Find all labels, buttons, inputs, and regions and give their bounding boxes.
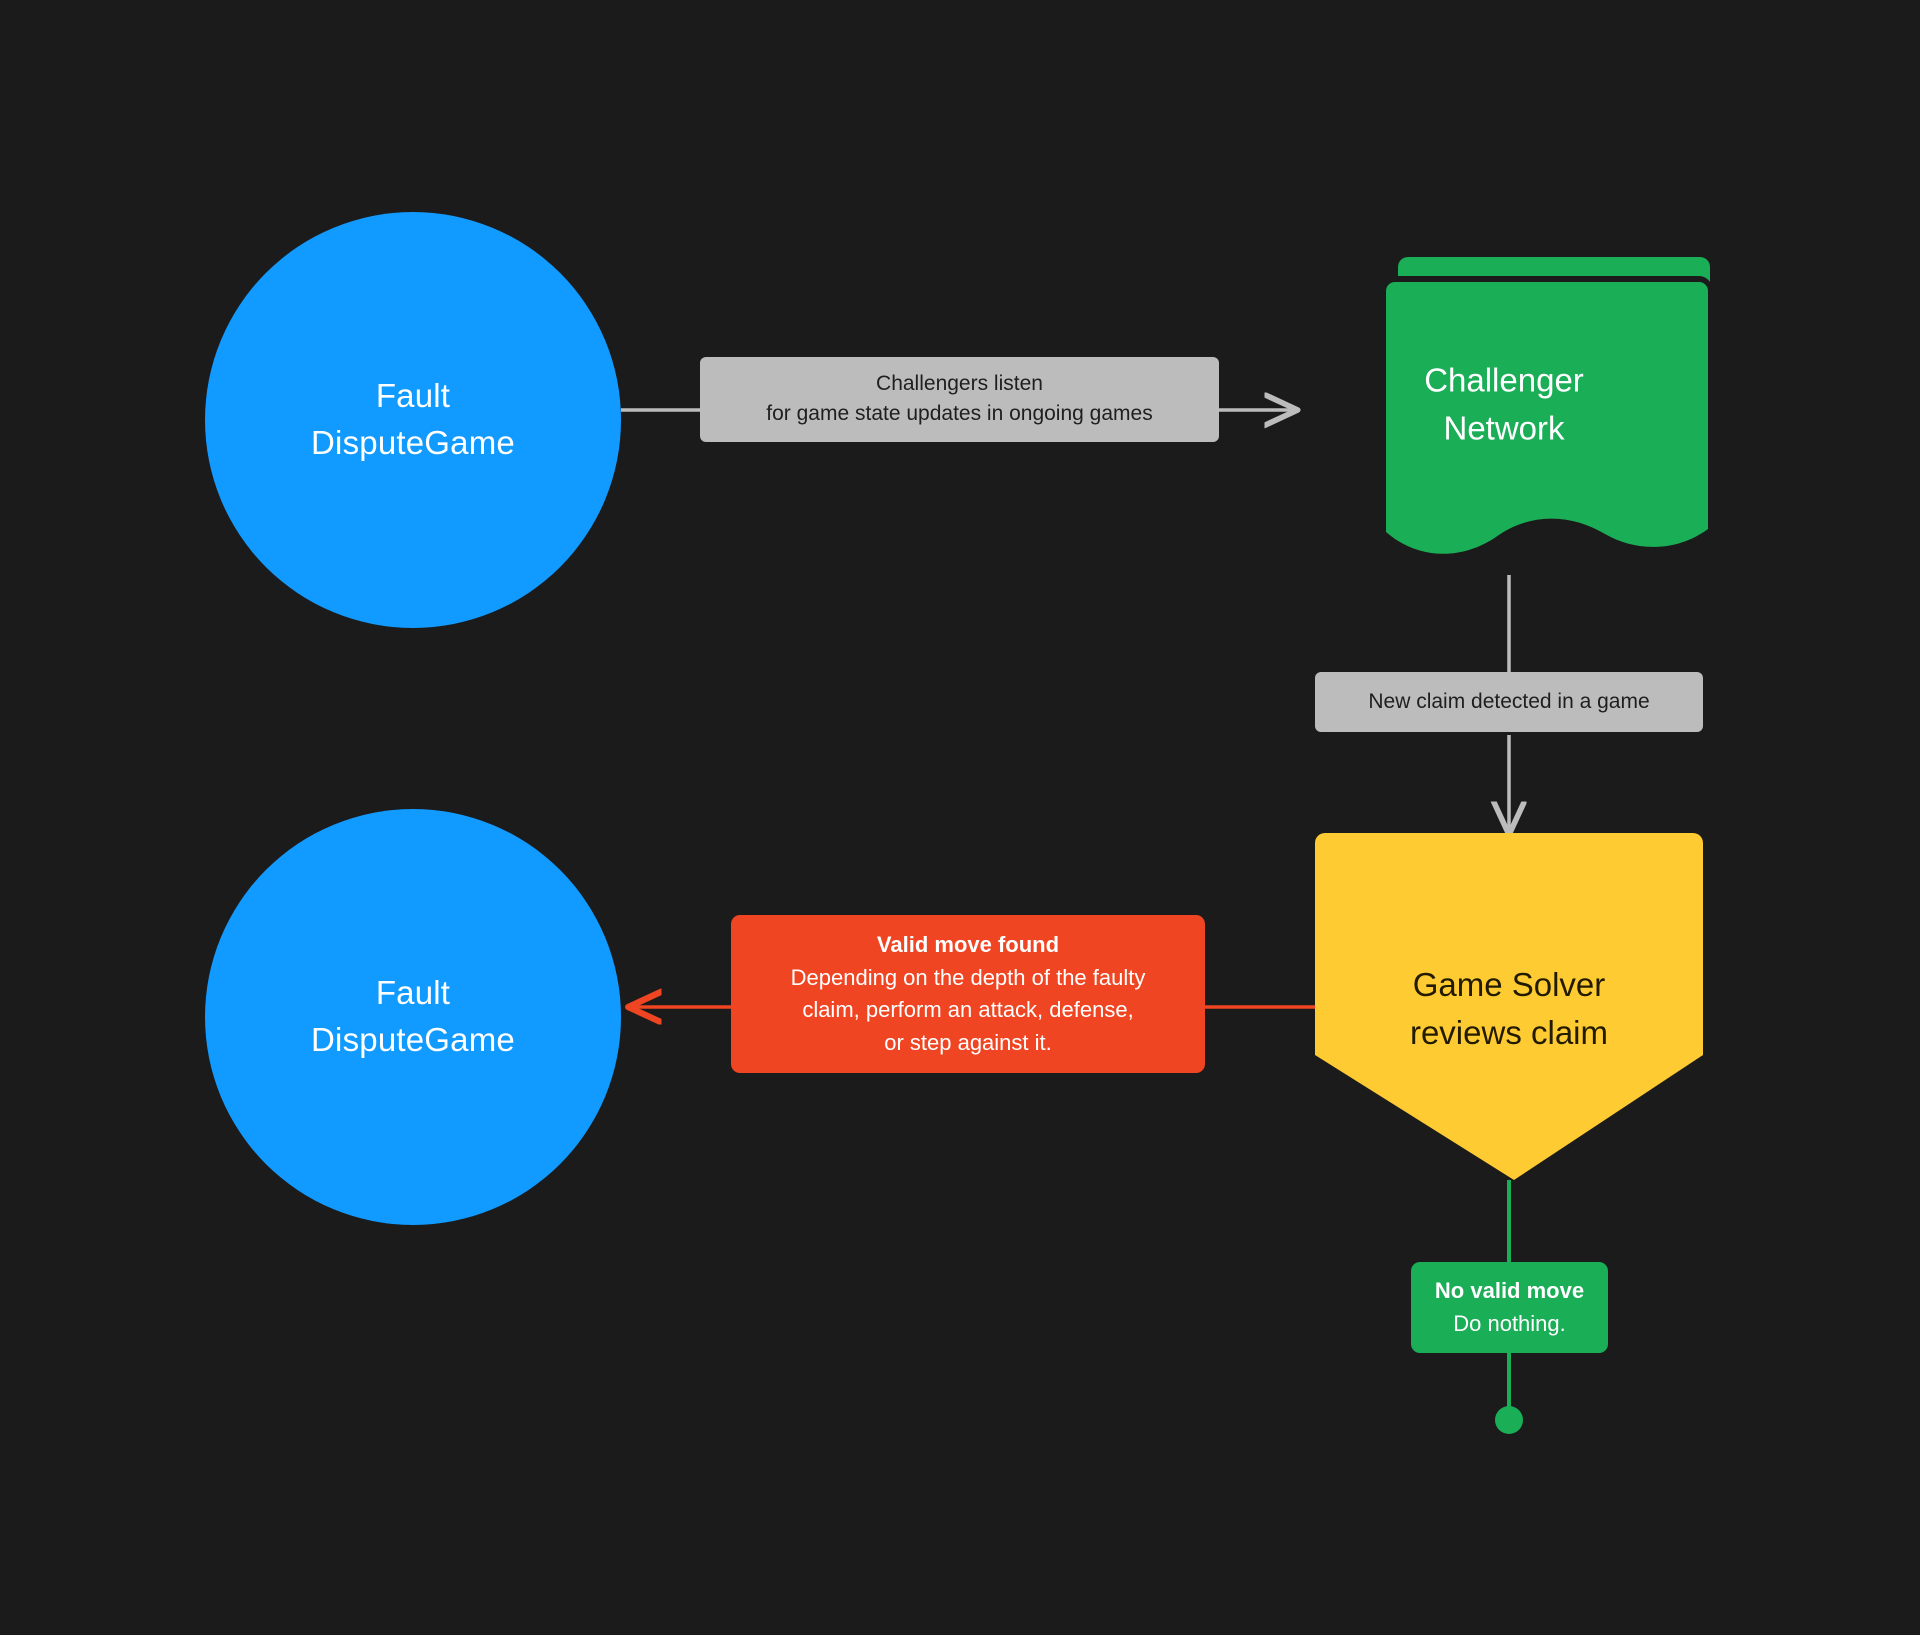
node-label: Fault DisputeGame xyxy=(311,970,515,1064)
edge-label-line-1: Challengers listen xyxy=(876,372,1043,395)
edge-label-line-1: New claim detected in a game xyxy=(1368,690,1650,713)
node-label-line-2: DisputeGame xyxy=(311,1021,515,1058)
node-game-solver[interactable]: Game Solver reviews claim xyxy=(1315,833,1703,1180)
edge-label-line-2: claim, perform an attack, defense, xyxy=(802,997,1134,1023)
node-fault-dispute-game-top[interactable]: Fault DisputeGame xyxy=(205,212,621,628)
edge-label-challengers-listen: Challengers listen for game state update… xyxy=(700,357,1219,442)
edge-label-no-valid-move: No valid move Do nothing. xyxy=(1411,1262,1608,1354)
node-label-line-1: Fault xyxy=(375,377,451,415)
edge-label-line-3: or step against it. xyxy=(884,1029,1052,1055)
edge-label-valid-move: Valid move found Depending on the depth … xyxy=(731,915,1205,1074)
node-challenger-network[interactable]: Challenger Network xyxy=(1296,245,1712,575)
node-label-line-2: DisputeGame xyxy=(311,424,515,461)
document-front-sheet xyxy=(1327,282,1708,554)
node-label-line-1: Fault xyxy=(375,974,451,1012)
edge-label-new-claim: New claim detected in a game xyxy=(1315,672,1703,733)
banner-shape xyxy=(1315,833,1703,1180)
node-fault-dispute-game-bottom[interactable]: Fault DisputeGame xyxy=(205,809,621,1225)
edge-label-line-2: for game state updates in ongoing games xyxy=(766,402,1153,426)
edge-label-heading: No valid move xyxy=(1434,1278,1585,1303)
node-label: Fault DisputeGame xyxy=(311,373,515,467)
edge-label-line-1: Do nothing. xyxy=(1453,1310,1566,1336)
edge-label-line-1: Depending on the depth of the faulty xyxy=(790,964,1146,990)
end-dot xyxy=(1495,1406,1523,1434)
edge-label-heading: Valid move found xyxy=(876,932,1060,957)
